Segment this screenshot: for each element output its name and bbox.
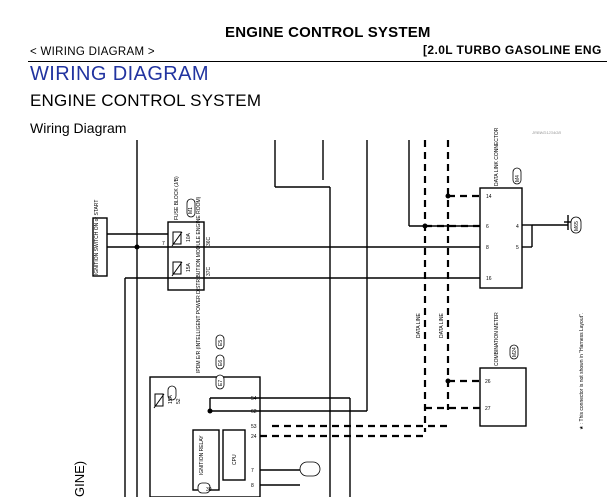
connector-ipdm-fuse [167,385,177,401]
header-subtitle: < WIRING DIAGRAM > [30,46,155,58]
cpu-label: CPU [232,454,238,465]
ipdm-fuse-symbol [154,393,164,407]
header-rule [28,61,607,62]
connector-m4 [512,167,522,185]
junction-dot [445,378,451,384]
section-subtitle: ENGINE CONTROL SYSTEM [30,91,262,110]
ignition-relay-label: IGNITION RELAY [199,435,205,475]
pin-label: 5 [516,245,519,251]
fuse-number-label: 15A [186,262,192,272]
ignition-relay-box [192,429,220,491]
pin-label: 4 [516,224,519,230]
ipdm-connector-e6: E6 [218,360,224,366]
dlc-connector-label: M4 [515,175,521,182]
pin-label: 53 [251,424,257,430]
ipdm-connector-e5: E5 [218,340,224,346]
fuse-pin-36c: 36C [206,236,212,246]
ipdm-box [149,376,261,497]
combination-meter-connector-label: M24 [512,347,518,357]
diagram-label: Wiring Diagram [30,120,127,136]
fuse-block-box [167,221,205,291]
fuse-block-connector-label: M1 [188,207,194,214]
relay-connector-label: 30 [206,487,212,493]
cpu-box [222,429,246,481]
pin-label: 14 [486,194,492,200]
combination-meter-box [479,367,527,427]
ipdm-fuse-slash [153,393,165,409]
connector-e5 [215,334,225,350]
pin-label: 62 [251,409,257,415]
section-title[interactable]: WIRING DIAGRAM [30,63,209,85]
side-title-fragment: GINE) [72,461,87,497]
dlc-box [479,187,523,289]
connector-e7 [215,374,225,390]
junction-dot [207,408,213,414]
pin-label: 26 [485,379,491,385]
junction-dot [134,244,140,250]
pin-label: 16 [486,276,492,282]
connector-relay [197,482,211,494]
connector-m65 [570,216,582,234]
pin-label: 6 [486,224,489,230]
dlc-label: DATA LINK CONNECTOR [494,127,500,186]
fuse-slash [171,261,183,277]
connector-m1 [186,198,196,218]
connector-m24 [509,344,519,360]
header-engine-type: [2.0L TURBO GASOLINE ENG [423,43,602,57]
reference-code: JRBWD1234GB [532,130,561,135]
ipdm-connector-e7: E7 [218,380,224,386]
pin-label: 8 [251,483,254,489]
ground-connector-label: M65 [574,221,580,231]
ignition-switch-label: IGNITION SWITCH ON or START [94,200,100,275]
fuse-amp-label: 10A [186,232,192,242]
connector-bottom [299,461,321,477]
pin-label: 27 [485,406,491,412]
junction-dot [445,193,451,199]
pin-label: 24 [251,434,257,440]
pin-label: 7 [162,241,165,247]
ipdm-fuse-amp: 15A [168,394,174,404]
fuse-symbol [172,231,182,245]
combination-meter-label: COMBINATION METER [494,312,500,366]
junction-dot [422,223,428,229]
data-line-label-2: DATA LINE [439,313,445,338]
header-title: ENGINE CONTROL SYSTEM [225,24,431,41]
fuse-symbol [172,261,182,275]
connector-e6 [215,354,225,370]
ipdm-label: IPDM E/R (INTELLIGENT POWER DISTRIBUTION… [196,196,202,373]
harness-note: ★ : This connector is not shown in "Harn… [579,313,585,430]
pin-label: 7 [251,468,254,474]
fuse-pin-37c: 37C [206,266,212,276]
pin-label: 8 [486,245,489,251]
fuse-slash [171,231,183,247]
pin-label: 54 [251,396,257,402]
ipdm-fuse-number: 52 [176,398,182,404]
fuse-block-label: FUSE BLOCK (J/B) [174,176,180,220]
data-line-label-1: DATA LINE [416,313,422,338]
